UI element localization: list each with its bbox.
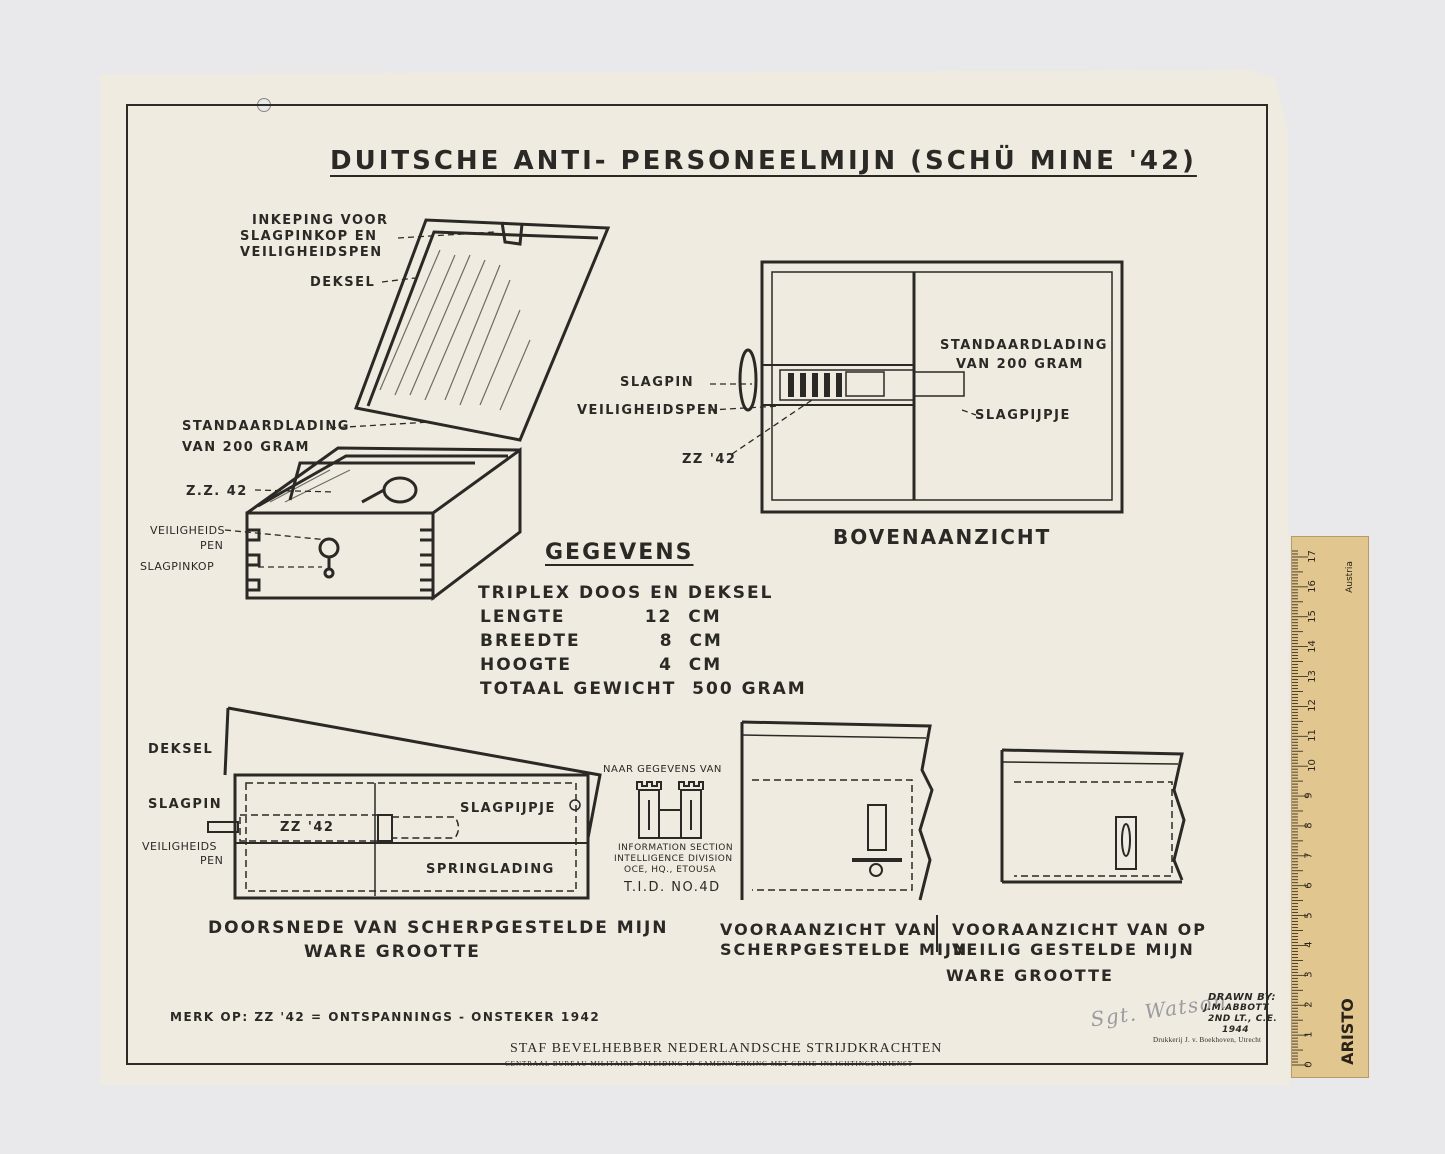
gegevens-heading: GEGEVENS bbox=[545, 540, 694, 565]
label-veiligheidspen-iso-1: VEILIGHEIDS bbox=[150, 524, 226, 537]
label-inkeping-1: INKEPING VOOR bbox=[252, 213, 389, 228]
label-slagpinkop-iso: SLAGPINKOP bbox=[140, 560, 215, 573]
label-zz42-top: ZZ '42 bbox=[682, 452, 737, 467]
source-line-1: INFORMATION SECTION bbox=[618, 843, 734, 853]
gegevens-line-3: BREEDTE 8 CM bbox=[480, 631, 723, 651]
label-standaardlading-top-1: STANDAARDLADING bbox=[940, 338, 1108, 353]
isometric-box-drawing bbox=[224, 218, 611, 602]
footer-sub: CENTRAAL BUREAU MILITAIRE OPLEIDING IN S… bbox=[505, 1060, 914, 1068]
engineer-castle-icon bbox=[636, 781, 704, 839]
ruler-brand: ARISTO bbox=[1337, 998, 1357, 1065]
label-standaardlading-top-2: VAN 200 GRAM bbox=[956, 357, 1084, 372]
drawn-by-3: 2ND LT., C.E. bbox=[1208, 1014, 1278, 1024]
note-merk-op: MERK OP: ZZ '42 = ONTSPANNINGS - ONSTEKE… bbox=[170, 1010, 601, 1024]
label-zz42-iso: Z.Z. 42 bbox=[186, 484, 248, 499]
front-safe-caption-2: VEILIG GESTELDE MIJN bbox=[952, 940, 1195, 959]
label-veiligheidspen-section-2: PEN bbox=[200, 854, 224, 867]
ruler-number: 16 bbox=[1306, 579, 1318, 593]
ruler-number: 1 bbox=[1303, 1031, 1315, 1038]
footer-printer: Drukkerij J. v. Boekhoven, Utrecht bbox=[1153, 1036, 1262, 1044]
label-inkeping-3: VEILIGHEIDSPEN bbox=[240, 245, 383, 260]
ruler-number: 5 bbox=[1303, 911, 1315, 919]
source-line-2: INTELLIGENCE DIVISION bbox=[614, 854, 733, 864]
ruler-number: 9 bbox=[1303, 792, 1315, 799]
ruler-number: 11 bbox=[1306, 729, 1318, 743]
top-view-drawing bbox=[709, 260, 1124, 514]
gegevens-line-4: HOOGTE 4 CM bbox=[480, 655, 723, 675]
label-slagpijpje-section: SLAGPIJPJE bbox=[460, 801, 556, 816]
drawn-by-2: J.M.ABBOTT bbox=[1204, 1003, 1269, 1013]
label-slagpijpje-top: SLAGPIJPJE bbox=[975, 408, 1071, 423]
ruler-number: 7 bbox=[1303, 852, 1315, 859]
label-slagpin-top: SLAGPIN bbox=[620, 375, 695, 390]
ruler-number: 4 bbox=[1303, 941, 1315, 949]
gegevens-line-1: TRIPLEX DOOS EN DEKSEL bbox=[478, 583, 774, 603]
ruler-country: Austria bbox=[1344, 561, 1355, 593]
source-naar: NAAR GEGEVENS VAN bbox=[603, 764, 722, 775]
drawn-by-1: DRAWN BY: bbox=[1208, 992, 1277, 1003]
drawn-by-4: 1944 bbox=[1222, 1025, 1250, 1035]
ruler-number: 10 bbox=[1306, 759, 1318, 773]
source-line-3: OCE, HQ., ETOUSA bbox=[624, 865, 717, 875]
front-safe-caption-1: VOORAANZICHT VAN OP bbox=[952, 920, 1207, 939]
poster-frame bbox=[126, 104, 1268, 1065]
label-standaardlading-iso-2: VAN 200 GRAM bbox=[182, 440, 310, 455]
label-veiligheidspen-section-1: VEILIGHEIDS bbox=[142, 840, 218, 853]
front-views-drawing bbox=[740, 720, 1186, 952]
section-caption-2: WARE GROOTTE bbox=[304, 942, 481, 962]
label-standaardlading-iso-1: STANDAARDLADING bbox=[182, 419, 350, 434]
ruler-number: 15 bbox=[1306, 609, 1318, 623]
label-zz42-section: ZZ '42 bbox=[280, 820, 335, 835]
poster-title: DUITSCHE ANTI- PERSONEELMIJN (SCHÜ MINE … bbox=[330, 146, 1197, 176]
label-veiligheidspen-iso-2: PEN bbox=[200, 539, 224, 552]
front-armed-caption-2: SCHERPGESTELDE MIJN bbox=[720, 940, 969, 959]
front-views-scale: WARE GROOTTE bbox=[946, 966, 1114, 985]
label-deksel-section: DEKSEL bbox=[148, 742, 214, 757]
ruler-number: 0 bbox=[1303, 1061, 1315, 1068]
ruler-number: 6 bbox=[1303, 882, 1315, 889]
top-view-caption: BOVENAANZICHT bbox=[833, 525, 1052, 549]
section-caption-1: DOORSNEDE VAN SCHERPGESTELDE MIJN bbox=[208, 918, 669, 938]
section-view-drawing bbox=[207, 706, 602, 900]
ruler-number: 8 bbox=[1303, 822, 1315, 829]
ruler-number: 13 bbox=[1306, 669, 1318, 683]
front-armed-caption-1: VOORAANZICHT VAN bbox=[720, 920, 939, 939]
ruler-number: 12 bbox=[1306, 699, 1318, 713]
source-tid: T.I.D. NO.4D bbox=[624, 880, 721, 895]
ruler-number: 3 bbox=[1303, 971, 1315, 979]
gegevens-line-2: LENGTE 12 CM bbox=[480, 607, 722, 627]
footer-main: STAF BEVELHEBBER NEDERLANDSCHE STRIJDKRA… bbox=[510, 1041, 943, 1056]
ruler-number: 14 bbox=[1306, 639, 1318, 653]
gegevens-line-5: TOTAAL GEWICHT 500 GRAM bbox=[480, 679, 807, 699]
poster-sheet: DUITSCHE ANTI- PERSONEELMIJN (SCHÜ MINE … bbox=[100, 70, 1290, 1085]
label-slagpin-section: SLAGPIN bbox=[148, 797, 223, 812]
label-springlading: SPRINGLADING bbox=[426, 862, 555, 877]
ruler-ticks bbox=[1292, 550, 1308, 1066]
ruler-number: 2 bbox=[1303, 1001, 1315, 1008]
label-veiligheidspen-top: VEILIGHEIDSPEN bbox=[577, 403, 720, 418]
label-deksel-iso: DEKSEL bbox=[310, 275, 376, 290]
label-inkeping-2: SLAGPINKOP EN bbox=[240, 229, 378, 244]
ruler-number: 17 bbox=[1306, 550, 1318, 563]
